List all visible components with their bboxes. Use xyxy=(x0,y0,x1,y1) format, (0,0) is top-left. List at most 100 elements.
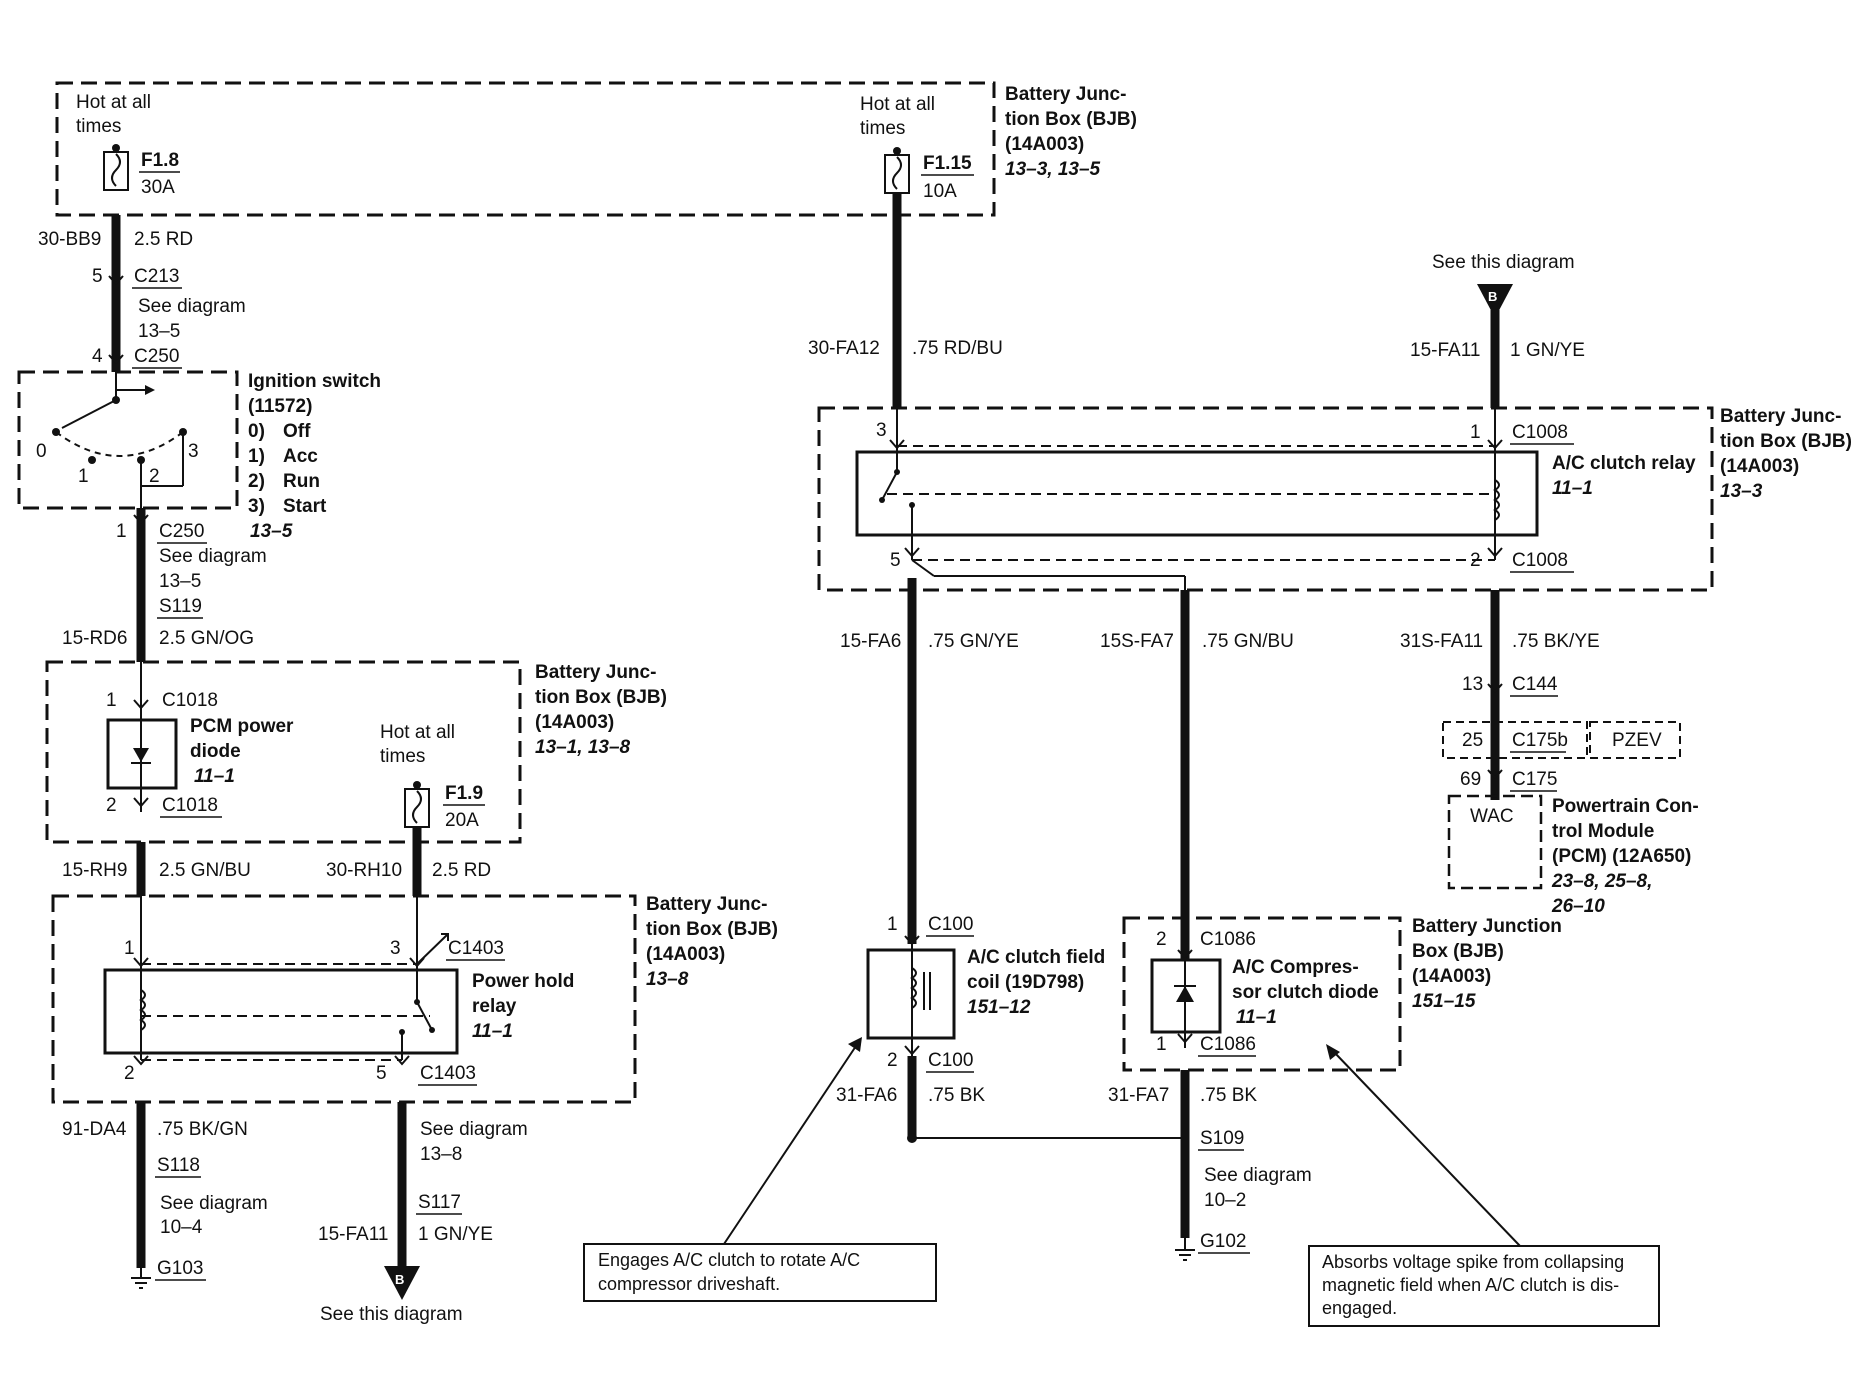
wire-15s-fa7-label: 15S-FA7 xyxy=(1100,631,1174,652)
bjb-middle-ref: 13–1, 13–8 xyxy=(535,737,631,758)
wire-15-rd6-label: 15-RD6 xyxy=(62,628,127,649)
wire-31-fa6-label: 31-FA6 xyxy=(836,1085,897,1106)
pcm-ref-1: 23–8, 25–8, xyxy=(1551,871,1652,892)
c1008-bottom-connector: C1008 xyxy=(1512,550,1568,571)
see-diagram-3-ref: 10–4 xyxy=(160,1217,203,1238)
ground-g103-icon xyxy=(131,1268,151,1289)
see-diagram-4-ref: 13–8 xyxy=(420,1144,462,1165)
see-diagram-2-ref: 13–5 xyxy=(159,571,201,592)
wire-15-fa11-right-label: 15-FA11 xyxy=(1410,340,1480,361)
c1086-bottom-pin: 1 xyxy=(1156,1034,1167,1055)
offpage-b-top-icon xyxy=(1477,284,1513,318)
bjb-top-title-1: Battery Junc- xyxy=(1005,84,1126,105)
wire-15-rh9-spec: 2.5 GN/BU xyxy=(159,860,251,881)
note-clutch-line-2: compressor driveshaft. xyxy=(598,1274,780,1294)
ground-g102-icon xyxy=(1175,1238,1195,1261)
relay-pin-1: 1 xyxy=(124,938,135,959)
c1018-bottom-connector: C1018 xyxy=(162,795,218,816)
ignition-run: Run xyxy=(283,471,320,492)
fuse-f115-label: F1.15 xyxy=(923,153,972,174)
pcm-ref-2: 26–10 xyxy=(1551,896,1605,917)
fuse-f19-label: F1.9 xyxy=(445,783,483,804)
wire-30-fa12-label: 30-FA12 xyxy=(808,338,880,359)
c1086-bottom-connector: C1086 xyxy=(1200,1034,1256,1055)
see-diagram-1-ref: 13–5 xyxy=(138,321,180,342)
c1403-bottom-connector: C1403 xyxy=(420,1063,476,1084)
pcm-title-1: Powertrain Con- xyxy=(1552,796,1699,817)
ignition-pos-0: 0) xyxy=(248,421,265,442)
wire-91-da4-spec: .75 BK/GN xyxy=(157,1119,248,1140)
pcm-box xyxy=(1447,794,1543,890)
wire-30-bb9-spec: 2.5 RD xyxy=(134,229,193,250)
bjb-top-title-2: tion Box (BJB) xyxy=(1005,109,1137,130)
bjb-middle-title-1: Battery Junc- xyxy=(535,662,656,683)
c1403-top-connector: C1403 xyxy=(448,938,504,959)
fuse-f18-amps: 30A xyxy=(141,177,175,198)
c1008-top-connector: C1008 xyxy=(1512,422,1568,443)
fuse-f115-amps: 10A xyxy=(923,181,957,202)
bjb-lower-box xyxy=(51,894,637,1104)
pcm-title-2: trol Module xyxy=(1552,821,1654,842)
fuse-f18-icon xyxy=(103,144,129,191)
fuse-f18-label: F1.8 xyxy=(141,150,179,171)
note-clutch-line-1: Engages A/C clutch to rotate A/C xyxy=(598,1250,860,1270)
ac-diode-ref: 11–1 xyxy=(1236,1007,1277,1028)
see-diagram-5-ref: 10–2 xyxy=(1204,1190,1246,1211)
ignition-ref: 13–5 xyxy=(250,521,293,542)
note-diode-arrow-icon xyxy=(1326,1044,1521,1247)
ground-g103: G103 xyxy=(157,1258,203,1279)
ac-compressor-diode-icon xyxy=(1150,958,1222,1034)
c250-top-pin: 4 xyxy=(92,346,103,367)
c144-pin: 13 xyxy=(1462,674,1483,695)
c100-bottom-connector: C100 xyxy=(928,1050,973,1071)
ignition-title-1: Ignition switch xyxy=(248,371,381,392)
bjb-right-title-1: Battery Junc- xyxy=(1720,406,1841,427)
fuse-f115-icon xyxy=(884,147,910,194)
wire-31s-fa11-spec: .75 BK/YE xyxy=(1512,631,1600,652)
wire-15-fa11-left-spec: 1 GN/YE xyxy=(418,1224,493,1245)
ignition-off: Off xyxy=(283,421,311,442)
bjb-top-box xyxy=(55,81,996,217)
offpage-b-top-letter: B xyxy=(1488,289,1497,304)
relay-pin-2: 2 xyxy=(124,1063,135,1084)
ignition-acc: Acc xyxy=(283,446,318,467)
wire-15-fa6-spec: .75 GN/YE xyxy=(928,631,1019,652)
power-hold-relay-icon xyxy=(103,968,459,1060)
switch-pos-2: 2 xyxy=(149,466,160,487)
power-hold-relay-title-2: relay xyxy=(472,996,517,1017)
pcm-wac-label: WAC xyxy=(1470,806,1514,827)
bjb-right-ref: 13–3 xyxy=(1720,481,1763,502)
note-clutch-box xyxy=(583,1243,937,1302)
splice-s118: S118 xyxy=(157,1155,200,1176)
c213-pin: 5 xyxy=(92,266,103,287)
c1018-bottom-pin: 2 xyxy=(106,795,117,816)
bjb-middle-title-3: (14A003) xyxy=(535,712,614,733)
ac-coil-title-1: A/C clutch field xyxy=(967,947,1105,968)
wire-91-da4-label: 91-DA4 xyxy=(62,1119,127,1140)
c175-connector: C175 xyxy=(1512,769,1557,790)
fuse-f19-icon xyxy=(404,781,430,828)
ignition-pos-2: 2) xyxy=(248,471,265,492)
splice-s117: S117 xyxy=(418,1192,461,1213)
bjb-lower-title-2: tion Box (BJB) xyxy=(646,919,778,940)
wire-30-rh10-spec: 2.5 RD xyxy=(432,860,491,881)
switch-pos-0: 0 xyxy=(36,441,47,462)
fuse-f19-amps: 20A xyxy=(445,810,479,831)
c1018-top-pin: 1 xyxy=(106,690,117,711)
pcm-title-3: (PCM) (12A650) xyxy=(1552,846,1691,867)
c175-pin: 69 xyxy=(1460,769,1481,790)
ignition-pos-3: 3) xyxy=(248,496,265,517)
bjb-diode-title-3: (14A003) xyxy=(1412,966,1491,987)
see-diagram-3: See diagram xyxy=(160,1193,268,1214)
ground-g102: G102 xyxy=(1200,1231,1246,1252)
ac-relay-pin-1: 1 xyxy=(1470,422,1481,443)
pzev-box xyxy=(1589,721,1681,759)
bjb-right-title-2: tion Box (BJB) xyxy=(1720,431,1852,452)
bjb-right-title-3: (14A003) xyxy=(1720,456,1799,477)
ac-clutch-field-coil-icon xyxy=(866,948,956,1040)
ac-diode-title-2: sor clutch diode xyxy=(1232,982,1379,1003)
ignition-switch-icon xyxy=(52,372,187,487)
splice-s119: S119 xyxy=(159,596,202,617)
pcm-power-diode-icon xyxy=(106,718,178,790)
